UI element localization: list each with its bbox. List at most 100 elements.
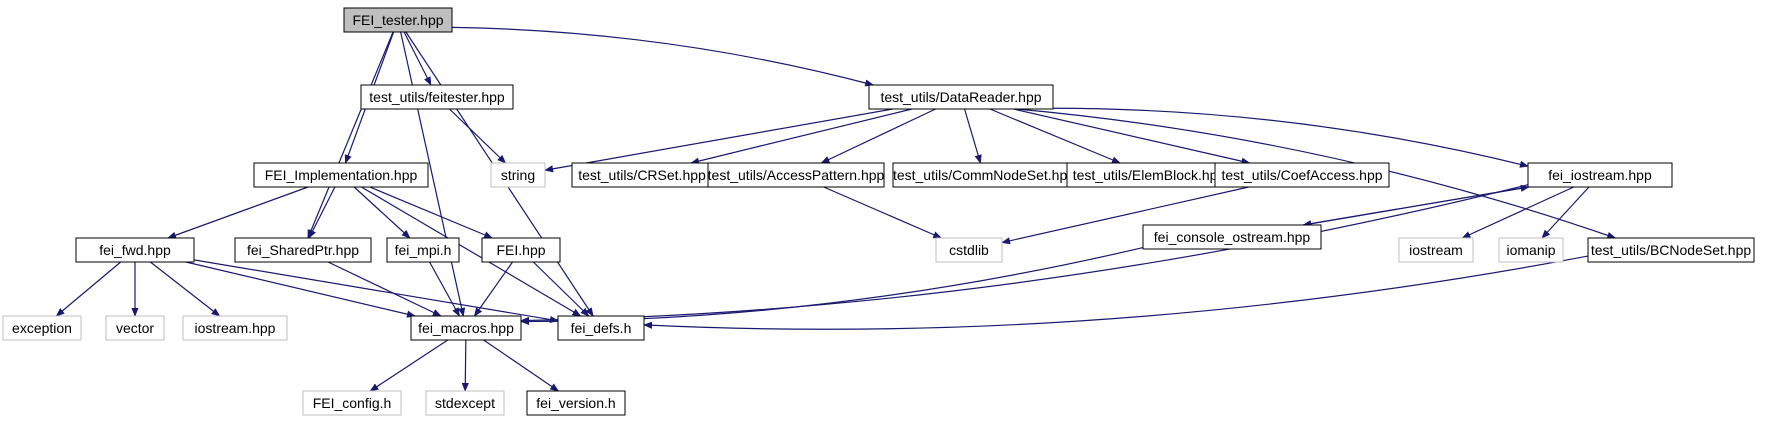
node-feiversion-box — [526, 390, 626, 416]
node-feiconfig: FEI_config.h — [302, 390, 402, 416]
edge-datareader-to-bcnodeset — [1016, 108, 1617, 239]
edges-layer — [55, 26, 1617, 392]
node-datareader[interactable]: test_utils/DataReader.hpp — [868, 84, 1054, 110]
node-exception-label: exception — [12, 320, 72, 336]
node-crset[interactable]: test_utils/CRSet.hpp — [571, 162, 713, 188]
edge-datareader-to-accesspattern — [820, 108, 936, 164]
node-coefaccess-box — [1214, 162, 1390, 188]
node-consoleostream-box — [1142, 224, 1322, 250]
node-accesspattern[interactable]: test_utils/AccessPattern.hpp — [707, 162, 885, 188]
node-exception-box — [2, 315, 82, 341]
edge-datareader-to-feiiostream — [1052, 107, 1529, 168]
edge-datareader-to-commnodeset — [963, 108, 982, 164]
node-feifwd[interactable]: fei_fwd.hpp — [75, 237, 195, 263]
edge-feihpp-to-feimacros — [473, 261, 514, 317]
node-iostreamhpp-box — [182, 315, 288, 341]
node-feifwd-label: fei_fwd.hpp — [99, 242, 171, 258]
node-sharedptr[interactable]: fei_SharedPtr.hpp — [234, 237, 372, 263]
edge-root-to-feimacros — [400, 31, 466, 317]
edge-feifwd-to-feidefs — [193, 259, 559, 324]
node-feiconfig-label: FEI_config.h — [313, 395, 392, 411]
node-feimacros-label: fei_macros.hpp — [418, 320, 514, 336]
node-datareader-box — [868, 84, 1054, 110]
node-elemblock-label: test_utils/ElemBlock.hpp — [1073, 167, 1226, 183]
node-feiimpl[interactable]: FEI_Implementation.hpp — [253, 162, 429, 188]
edge-feimpi-to-feimacros — [429, 261, 460, 317]
node-vector: vector — [105, 315, 165, 341]
node-accesspattern-box — [707, 162, 885, 188]
node-feiconfig-box — [302, 390, 402, 416]
node-stdexcept-box — [425, 390, 505, 416]
edge-feiimpl-to-feifwd — [167, 186, 309, 239]
edge-feiimpl-to-sharedptr — [308, 186, 336, 239]
node-string-label: string — [501, 167, 535, 183]
node-feihpp-label: FEI.hpp — [496, 242, 545, 258]
edge-datareader-to-elemblock — [989, 108, 1121, 164]
node-vector-box — [105, 315, 165, 341]
node-feihpp-box — [481, 237, 561, 263]
node-sharedptr-box — [234, 237, 372, 263]
node-elemblock[interactable]: test_utils/ElemBlock.hpp — [1066, 162, 1232, 188]
edge-feimacros-to-feiversion — [483, 339, 560, 392]
edge-feimacros-to-stdexcept — [461, 339, 469, 392]
edge-root-to-datareader — [451, 26, 875, 87]
node-iostream-box — [1398, 237, 1474, 263]
node-feitester[interactable]: test_utils/feitester.hpp — [360, 84, 514, 110]
node-feimacros[interactable]: fei_macros.hpp — [410, 315, 522, 341]
edge-feitester-to-string — [449, 108, 507, 164]
node-iomanip-box — [1498, 237, 1564, 263]
edge-feiimpl-to-feidefs — [361, 186, 582, 317]
node-commnodeset-label: test_utils/CommNodeSet.hpp — [893, 167, 1075, 183]
edge-feimacros-to-feiconfig — [369, 339, 449, 392]
edge-datareader-to-string — [544, 108, 893, 173]
edge-feifwd-to-iostreamhpp — [150, 261, 221, 317]
node-feidefs-box — [557, 315, 645, 341]
edge-bcnodeset-to-feidefs — [643, 255, 1589, 330]
node-iostream-label: iostream — [1409, 242, 1463, 258]
node-feiimpl-box — [253, 162, 429, 188]
node-feimpi-label: fei_mpi.h — [395, 242, 452, 258]
edge-datareader-to-coefaccess — [1013, 108, 1251, 165]
node-string-box — [490, 162, 546, 188]
edge-root-to-sharedptr — [307, 31, 394, 239]
edge-feifwd-to-feimacros — [185, 261, 416, 318]
node-feiimpl-label: FEI_Implementation.hpp — [265, 167, 418, 183]
node-feitester-label: test_utils/feitester.hpp — [369, 89, 505, 105]
edge-root-to-feitester — [403, 31, 432, 86]
node-cstdlib-label: cstdlib — [949, 242, 989, 258]
edge-accesspattern-to-cstdlib — [823, 186, 943, 239]
node-vector-label: vector — [116, 320, 154, 336]
node-feimpi-box — [386, 237, 460, 263]
edge-feiiostream-to-feimacros — [520, 184, 1529, 325]
node-iostreamhpp-label: iostream.hpp — [195, 320, 276, 336]
node-bcnodeset-label: test_utils/BCNodeSet.hpp — [1591, 242, 1752, 258]
node-feidefs[interactable]: fei_defs.h — [557, 315, 645, 341]
node-consoleostream[interactable]: fei_console_ostream.hpp — [1142, 224, 1322, 250]
node-feihpp[interactable]: FEI.hpp — [481, 237, 561, 263]
edge-sharedptr-to-feimacros — [327, 261, 442, 317]
node-coefaccess[interactable]: test_utils/CoefAccess.hpp — [1214, 162, 1390, 188]
node-feimpi[interactable]: fei_mpi.h — [386, 237, 460, 263]
node-feiversion-label: fei_version.h — [536, 395, 615, 411]
node-bcnodeset-box — [1587, 237, 1755, 263]
node-commnodeset[interactable]: test_utils/CommNodeSet.hpp — [892, 162, 1076, 188]
node-feiversion[interactable]: fei_version.h — [526, 390, 626, 416]
node-feimacros-box — [410, 315, 522, 341]
edge-consoleostream-to-feimacros — [520, 246, 1144, 326]
node-coefaccess-label: test_utils/CoefAccess.hpp — [1221, 167, 1382, 183]
edge-feiimpl-to-feihpp — [369, 186, 494, 239]
node-feidefs-label: fei_defs.h — [571, 320, 632, 336]
node-feitester-box — [360, 84, 514, 110]
edge-coefaccess-to-cstdlib — [1001, 186, 1249, 245]
node-feifwd-box — [75, 237, 195, 263]
node-iomanip: iomanip — [1498, 237, 1564, 263]
edge-feiimpl-to-feimpi — [353, 186, 411, 239]
node-bcnodeset[interactable]: test_utils/BCNodeSet.hpp — [1587, 237, 1755, 263]
node-feiiostream[interactable]: fei_iostream.hpp — [1527, 162, 1673, 188]
edge-feihpp-to-feidefs — [532, 261, 590, 317]
node-crset-label: test_utils/CRSet.hpp — [578, 167, 706, 183]
node-root[interactable]: FEI_tester.hpp — [343, 7, 453, 33]
node-crset-box — [571, 162, 713, 188]
node-accesspattern-label: test_utils/AccessPattern.hpp — [708, 167, 885, 183]
